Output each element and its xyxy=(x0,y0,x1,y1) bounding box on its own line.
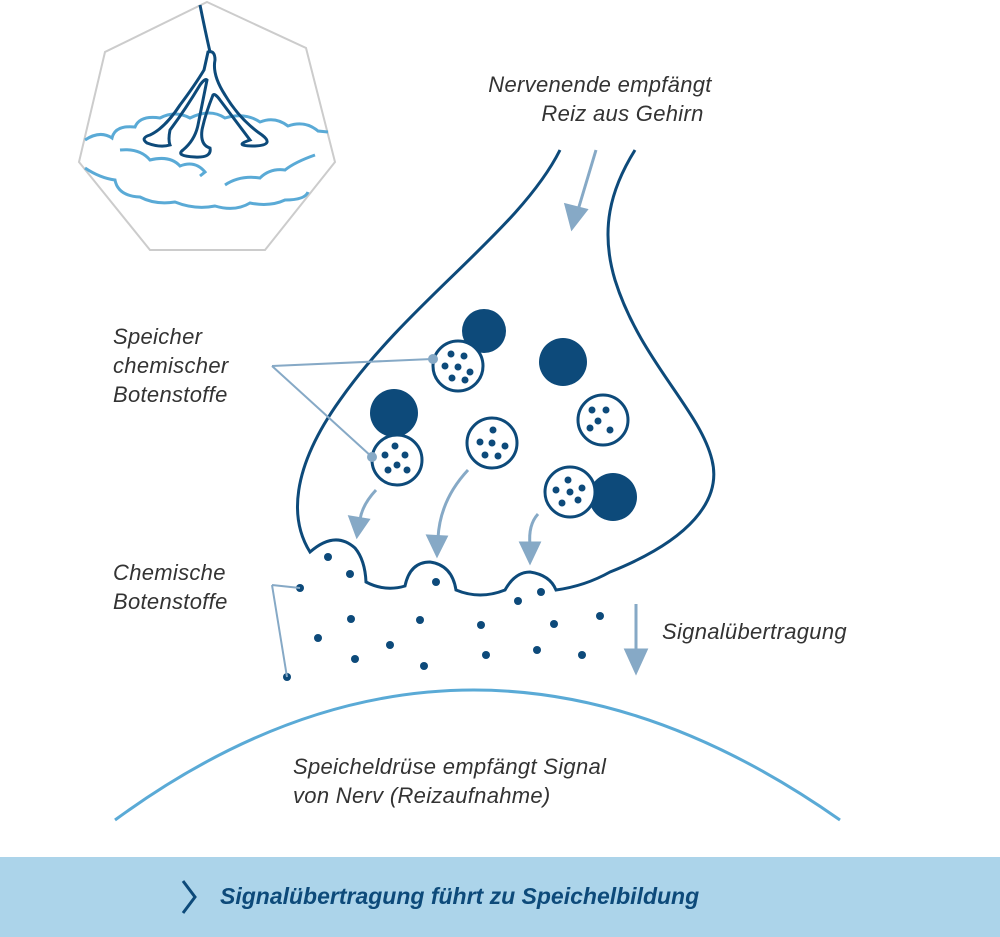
chevron-right-icon xyxy=(181,880,197,914)
arrow-icons xyxy=(347,149,649,676)
label-line: Reiz aus Gehirn xyxy=(541,101,704,126)
label-storage: Speicher chemischer Botenstoffe xyxy=(113,322,228,409)
label-line: Botenstoffe xyxy=(113,382,228,407)
leader-lines xyxy=(271,354,438,678)
label-line: Speicheldrüse empfängt Signal xyxy=(293,754,607,779)
released-chemicals xyxy=(283,553,604,681)
label-chemicals: Chemische Botenstoffe xyxy=(113,558,228,616)
label-line: von Nerv (Reizaufnahme) xyxy=(293,783,551,808)
nerve-terminal-outline xyxy=(296,149,716,597)
salivary-gland-outline xyxy=(114,688,841,822)
label-nerve-end: Nervenende empfängt Reiz aus Gehirn xyxy=(460,70,740,128)
label-line: Botenstoffe xyxy=(113,589,228,614)
summary-banner: Signalübertragung führt zu Speichelbildu… xyxy=(0,857,1000,937)
label-line: Chemische xyxy=(113,560,226,585)
label-line: chemischer xyxy=(113,353,229,378)
label-gland: Speicheldrüse empfängt Signal von Nerv (… xyxy=(293,752,606,810)
vesicles xyxy=(370,309,637,521)
label-line: Speicher xyxy=(113,324,203,349)
label-line: Nervenende empfängt xyxy=(488,72,712,97)
banner-text: Signalübertragung führt zu Speichelbildu… xyxy=(220,883,700,909)
label-transmission: Signalübertragung xyxy=(662,619,847,644)
inset-gland-icon xyxy=(77,0,337,251)
